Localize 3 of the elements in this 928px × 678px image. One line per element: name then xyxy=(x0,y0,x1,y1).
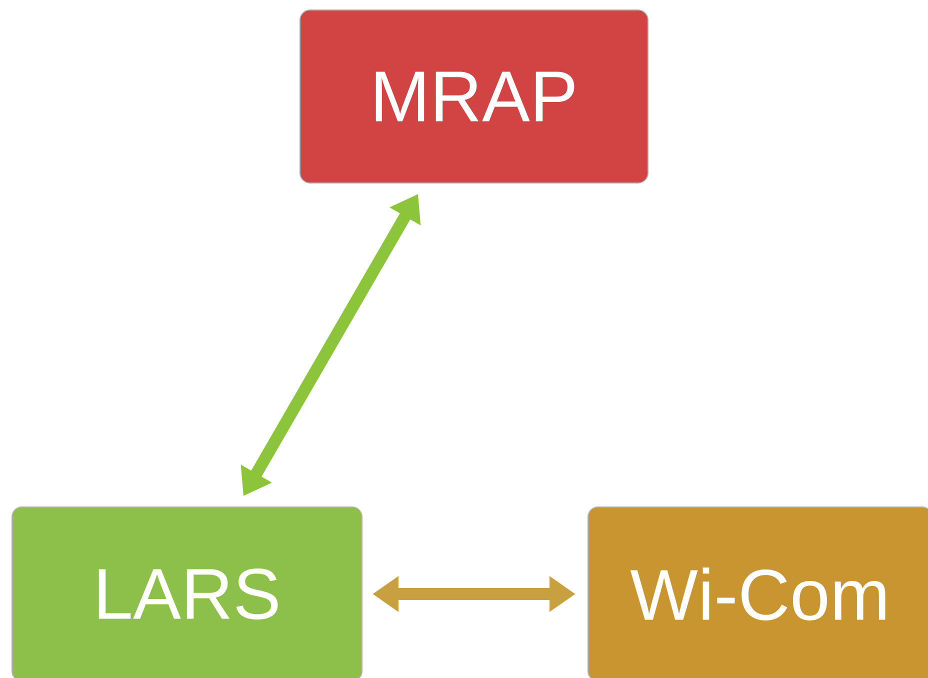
process-box: LARS xyxy=(12,506,362,678)
process-box: MRAP xyxy=(300,10,648,184)
process-box: Wi-Com xyxy=(588,506,928,678)
